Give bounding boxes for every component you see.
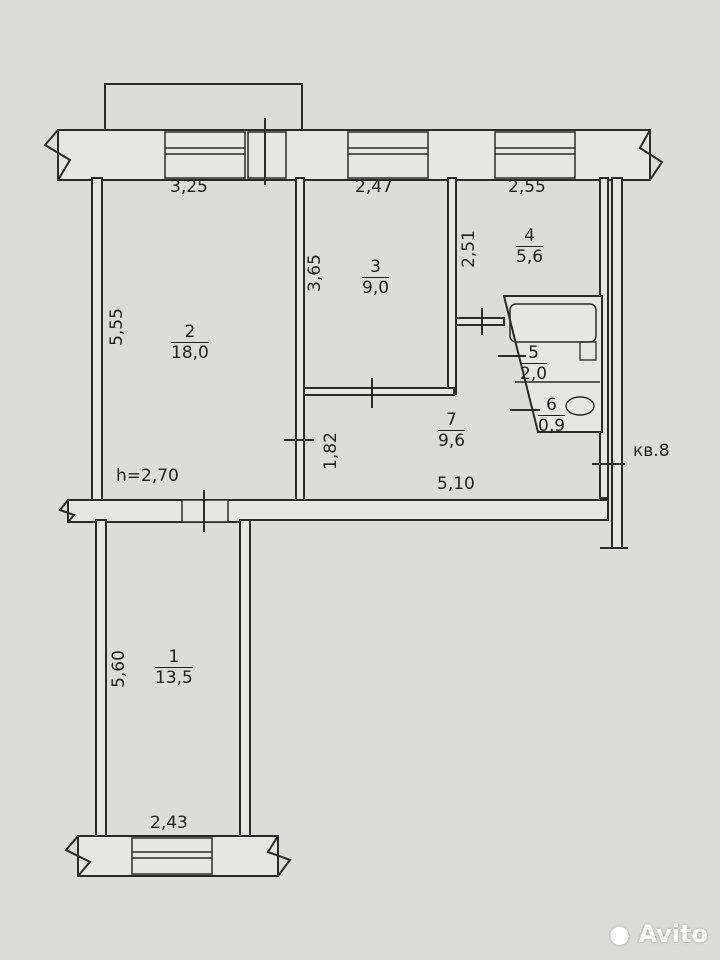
room-number: 2 bbox=[171, 322, 209, 343]
room1-right-wall bbox=[239, 519, 251, 839]
room-label-1: 1 13,5 bbox=[155, 647, 193, 688]
dim-room1-width: 2,43 bbox=[150, 813, 188, 833]
dim-room1-length: 5,60 bbox=[108, 650, 129, 688]
room-area: 9,6 bbox=[438, 431, 466, 451]
room-area: 0,9 bbox=[538, 416, 566, 436]
bathtub bbox=[509, 303, 597, 343]
room-area: 9,0 bbox=[362, 278, 390, 298]
room-label-5: 5 2,0 bbox=[520, 343, 548, 384]
room-number: 6 bbox=[538, 395, 566, 416]
dim-room2-length: 5,55 bbox=[106, 308, 127, 346]
dim-hall-width: 1,82 bbox=[320, 432, 341, 470]
dim-room3-length: 3,65 bbox=[304, 254, 325, 292]
room-label-6: 6 0,9 bbox=[538, 395, 566, 436]
partition-room4-bathroom bbox=[455, 317, 505, 326]
partition-room3-room4 bbox=[447, 177, 457, 395]
dim-hall-length: 5,10 bbox=[437, 474, 475, 494]
room-label-7: 7 9,6 bbox=[438, 410, 466, 451]
room-area: 5,6 bbox=[516, 247, 544, 267]
right-wall-outer bbox=[611, 177, 623, 549]
room-label-3: 3 9,0 bbox=[362, 257, 390, 298]
room-area: 13,5 bbox=[155, 668, 193, 688]
avito-logo-icon: ● bbox=[609, 920, 631, 948]
window-room1 bbox=[131, 837, 213, 875]
left-wall-upper bbox=[91, 177, 103, 501]
window-room2 bbox=[164, 131, 246, 179]
watermark-text: Avito bbox=[638, 920, 708, 948]
room-number: 5 bbox=[520, 343, 548, 364]
room-number: 1 bbox=[155, 647, 193, 668]
middle-wall bbox=[67, 499, 609, 523]
room-number: 4 bbox=[516, 226, 544, 247]
room-area: 2,0 bbox=[520, 364, 548, 384]
room-area: 18,0 bbox=[171, 343, 209, 363]
window-room3 bbox=[347, 131, 429, 179]
partition-room2-room3 bbox=[295, 177, 305, 501]
dim-room3-width: 2,47 bbox=[355, 177, 393, 197]
room-label-2: 2 18,0 bbox=[171, 322, 209, 363]
toilet bbox=[565, 396, 595, 416]
window-room4 bbox=[494, 131, 576, 179]
room-label-4: 4 5,6 bbox=[516, 226, 544, 267]
bathroom-block bbox=[502, 295, 603, 433]
dim-room4-width: 2,55 bbox=[508, 177, 546, 197]
room-number: 7 bbox=[438, 410, 466, 431]
apartment-label: кв.8 bbox=[633, 441, 670, 461]
room3-bottom-wall bbox=[303, 387, 455, 396]
balcony-door bbox=[247, 131, 287, 179]
dim-room4-length: 2,51 bbox=[458, 230, 479, 268]
dim-room2-width: 3,25 bbox=[170, 177, 208, 197]
avito-watermark: ● Avito bbox=[609, 920, 708, 948]
sink bbox=[579, 341, 597, 361]
left-wall-lower bbox=[95, 519, 107, 839]
room-number: 3 bbox=[362, 257, 390, 278]
ceiling-height: h=2,70 bbox=[116, 466, 179, 486]
